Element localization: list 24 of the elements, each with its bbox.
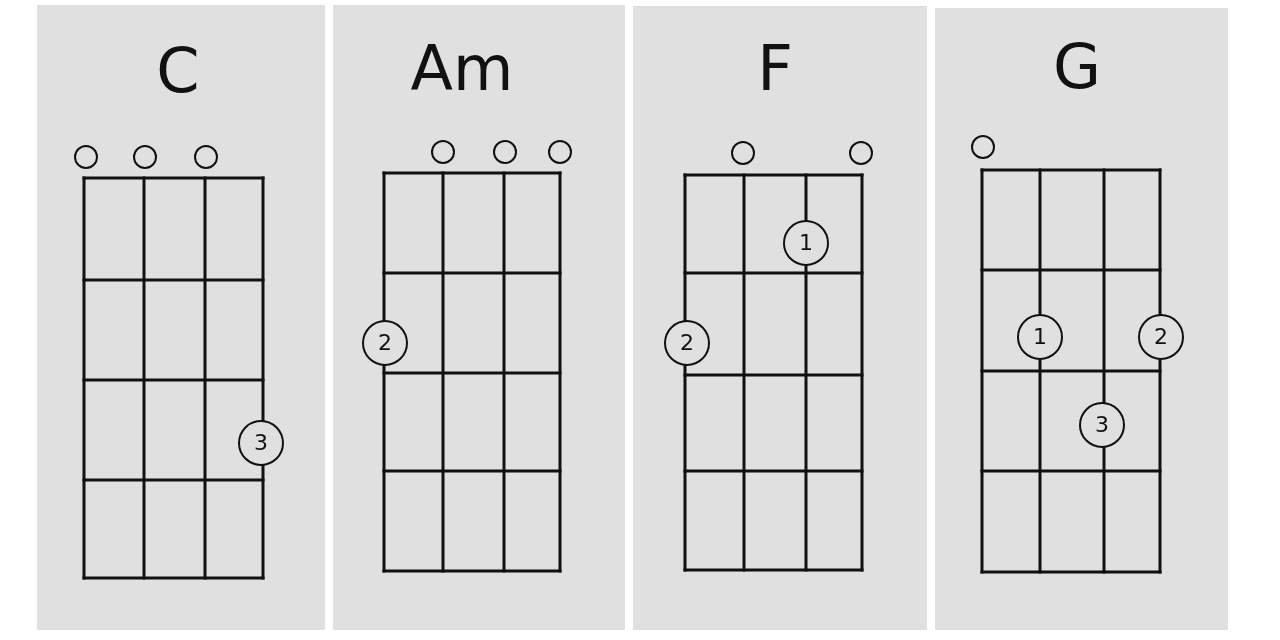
chord-panel — [333, 5, 625, 630]
open-string-circle-icon — [74, 145, 98, 169]
open-string-circle-icon — [971, 135, 995, 159]
chord-name: C — [156, 40, 200, 102]
chord-panel — [633, 6, 927, 630]
open-string-circle-icon — [493, 140, 517, 164]
chord-name: G — [1053, 36, 1101, 98]
finger-number-marker: 2 — [664, 320, 710, 366]
finger-number-marker: 3 — [238, 420, 284, 466]
open-string-circle-icon — [548, 140, 572, 164]
finger-number-marker: 1 — [783, 220, 829, 266]
open-string-circle-icon — [194, 145, 218, 169]
chord-name: Am — [410, 38, 514, 100]
chord-name: F — [757, 38, 793, 100]
chord-panel — [37, 5, 325, 630]
open-string-circle-icon — [849, 141, 873, 165]
open-string-circle-icon — [133, 145, 157, 169]
open-string-circle-icon — [731, 141, 755, 165]
finger-number-marker: 3 — [1079, 402, 1125, 448]
finger-number-marker: 1 — [1017, 314, 1063, 360]
finger-number-marker: 2 — [362, 320, 408, 366]
chord-panel — [935, 8, 1228, 630]
finger-number-marker: 2 — [1138, 314, 1184, 360]
open-string-circle-icon — [431, 140, 455, 164]
